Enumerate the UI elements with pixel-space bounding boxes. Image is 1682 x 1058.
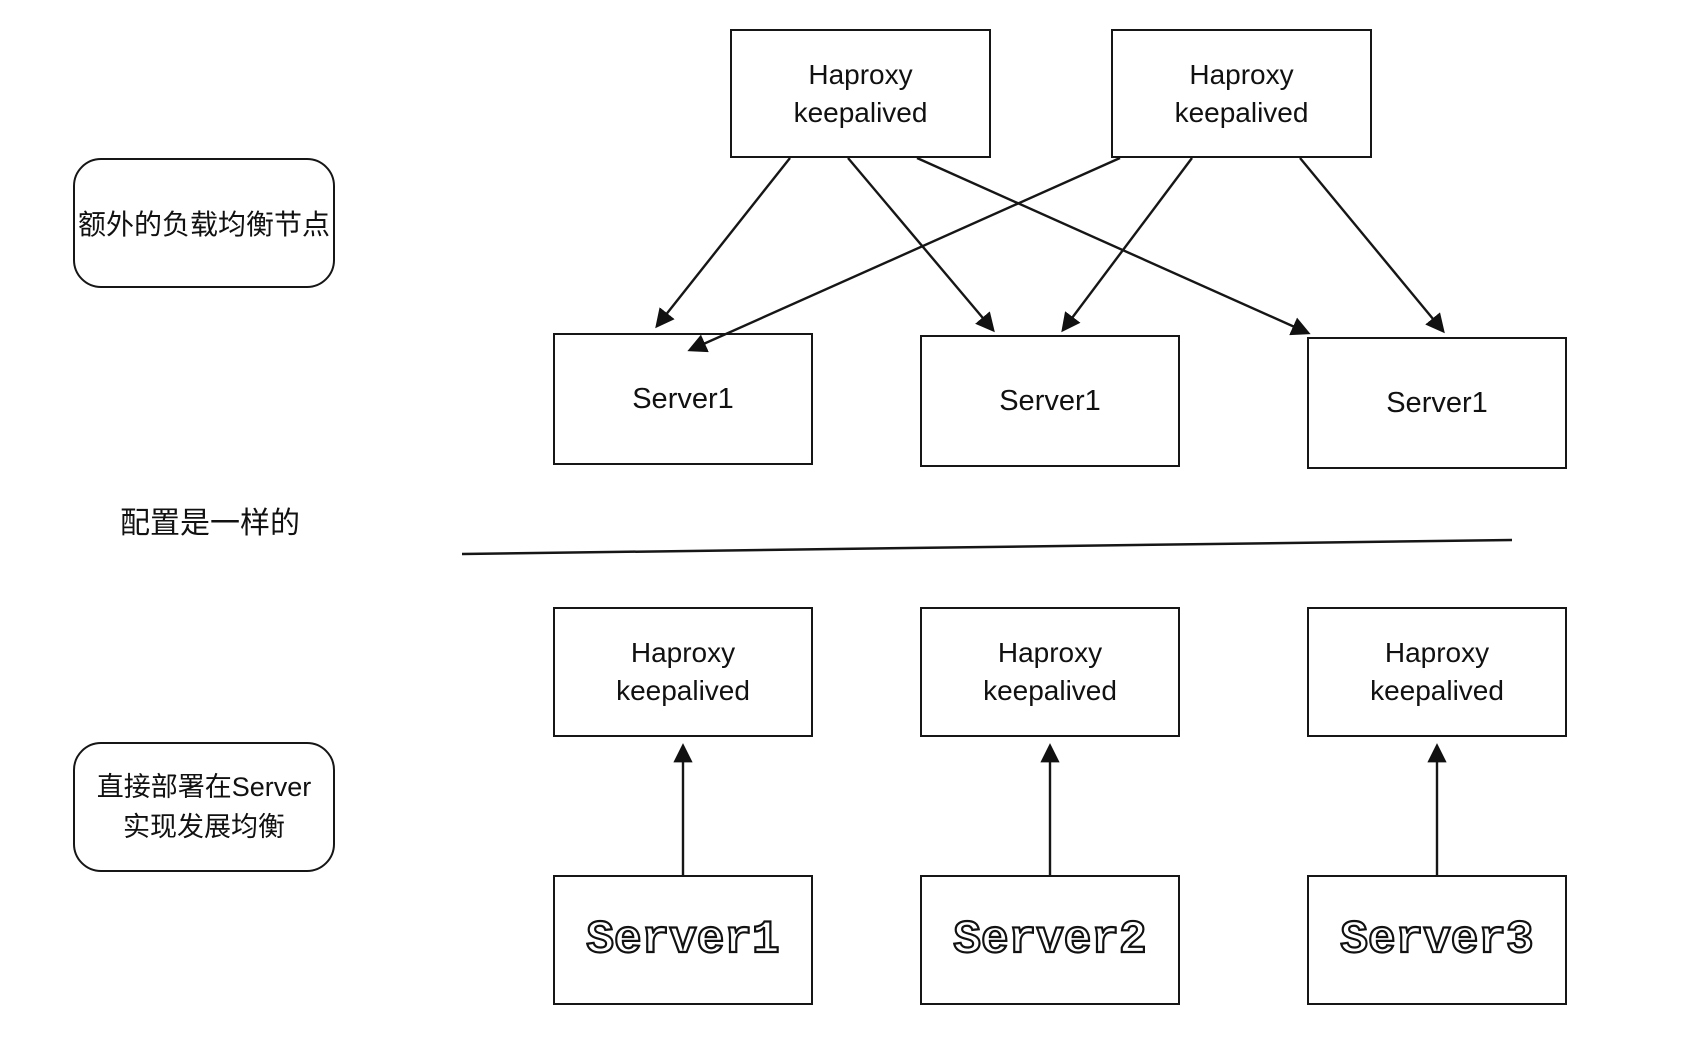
- server-label-outline: Server1: [585, 913, 780, 967]
- arrow-top-lb2-to-server1: [687, 156, 1121, 353]
- server-label: Server1: [632, 382, 734, 415]
- arrow-top-lb2-to-server3: [1299, 157, 1445, 334]
- server-node-mid-2: Server1: [920, 335, 1180, 467]
- node-label-line: keepalived: [793, 96, 928, 128]
- haproxy-keepalived-node-bottom-2: Haproxy keepalived: [920, 607, 1180, 737]
- annotation-text: 额外的负载均衡节点: [77, 209, 330, 240]
- annotation-text-line: 实现发展均衡: [123, 812, 285, 842]
- server-node-mid-3: Server1: [1307, 337, 1567, 469]
- node-label-line: keepalived: [1370, 675, 1504, 706]
- annotation-same-config: 配置是一样的: [120, 507, 300, 540]
- haproxy-keepalived-node-top-1: Haproxy keepalived: [730, 29, 991, 158]
- section-divider-line: [461, 538, 1513, 556]
- server-node-mid-1: Server1: [553, 333, 813, 465]
- node-label-line: Haproxy: [808, 58, 913, 90]
- annotation-text-line: 直接部署在Server: [96, 772, 312, 802]
- server-node-bottom-3: Server3: [1307, 875, 1567, 1005]
- arrow-top-lb1-to-server2: [847, 157, 995, 333]
- server-label: Server1: [1386, 386, 1488, 419]
- node-label-line: keepalived: [616, 675, 750, 706]
- server-node-bottom-2: Server2: [920, 875, 1180, 1005]
- server-label: Server1: [999, 384, 1101, 417]
- haproxy-keepalived-node-top-2: Haproxy keepalived: [1111, 29, 1372, 158]
- arrow-top-lb1-to-server1: [655, 157, 791, 329]
- haproxy-keepalived-node-bottom-3: Haproxy keepalived: [1307, 607, 1567, 737]
- node-label-line: keepalived: [983, 675, 1117, 706]
- haproxy-keepalived-node-bottom-1: Haproxy keepalived: [553, 607, 813, 737]
- annotation-direct-deploy: 直接部署在Server 实现发展均衡: [73, 742, 335, 872]
- node-label-line: Haproxy: [1189, 58, 1294, 90]
- server-label-outline: Server3: [1339, 913, 1534, 967]
- arrow-top-lb1-to-server3: [916, 156, 1311, 336]
- arrow-top-lb2-to-server2: [1061, 157, 1193, 333]
- annotation-extra-lb-node: 额外的负载均衡节点: [73, 158, 335, 288]
- node-label-line: keepalived: [1174, 96, 1309, 128]
- server-node-bottom-1: Server1: [553, 875, 813, 1005]
- node-label-line: Haproxy: [997, 637, 1103, 668]
- node-label-line: Haproxy: [630, 637, 736, 668]
- node-label-line: Haproxy: [1384, 637, 1490, 668]
- server-label-outline: Server2: [952, 913, 1147, 967]
